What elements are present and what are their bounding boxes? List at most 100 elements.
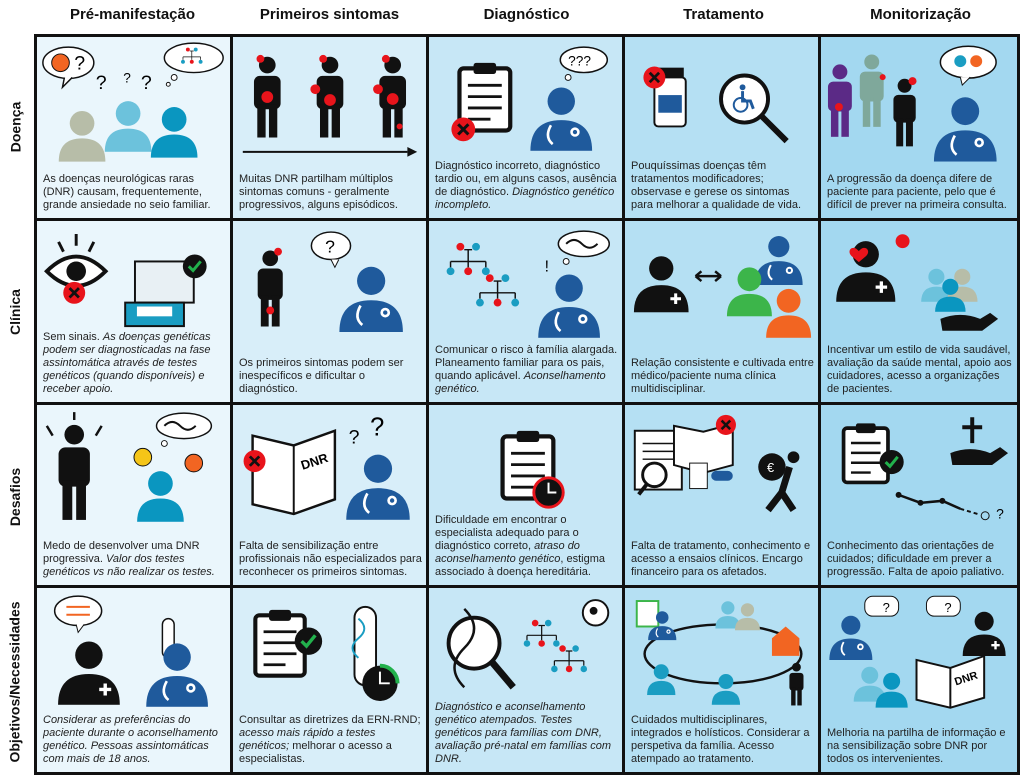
book-icon [673,422,734,474]
cell-text: Diagnóstico incorreto, diagnóstico tardi… [435,159,617,211]
home-icon [771,626,800,657]
cell-text: As doenças neurológicas raras (DNR) caus… [43,172,211,211]
checklist-icon [841,422,890,484]
family-tree-icon [445,241,491,276]
gear-icon [954,55,967,68]
fear-illustration [45,411,213,522]
svg-text:€: € [767,459,774,474]
dnr-book-icon [915,654,986,709]
green-check-icon [181,253,208,279]
thought-cloud-icon [155,411,213,447]
column-header-pre-manifestacao: Pré-manifestação [69,6,196,23]
patient-black-icon [893,78,916,147]
column-header-primeiros-sintomas: Primeiros sintomas [259,6,400,23]
cell-doenca-tratamento: Pouquíssimas doenças têm tratamentos mod… [625,37,821,221]
settings-sliders-icon [66,606,90,616]
pill-icon [711,470,733,481]
family-tree-icon [523,619,561,648]
clock-icon [362,663,400,702]
cell-text: Relação consistente e cultivada entre mé… [631,356,814,395]
speech-bubble-icon [53,595,103,634]
red-x-icon [62,280,86,305]
sad-face-icon [51,53,70,73]
apple-icon [895,234,910,248]
cell-text: Consultar as diretrizes da ERN-RND; aces… [239,714,421,765]
red-x-icon [242,448,267,473]
doctor-icon [144,642,210,708]
supporting-hand-icon [940,312,999,331]
exclamation-mark: ! [545,258,549,275]
question-mark: ? [883,600,890,615]
question-mark: ? [325,236,335,256]
row-label: Desafios [7,467,24,526]
question-mark: ? [370,413,384,441]
person-grey-icon [58,110,106,162]
person-teal-icon [150,107,198,158]
speech-bubble-icon [925,596,961,617]
bidirectional-arrow-icon [694,270,722,282]
question-mark: ? [96,72,107,94]
doctor-icon [754,234,804,285]
cell-text: Falta de tratamento, conhecimento e aces… [631,540,811,579]
person-lightblue-icon [104,101,152,152]
doctor-icon [536,272,602,338]
patient-icon [961,610,1007,657]
symptom-progression-illustration [242,54,418,157]
burdened-person-icon: € [758,450,800,512]
cell-desafios-monitorizacao: ? Conhecimento das orientações de cuidad… [821,404,1017,589]
question-mark: ? [349,426,360,448]
column-header-tratamento: Tratamento [683,6,764,23]
patient-icon [632,254,691,313]
lack-of-treatment-illustration: € [633,413,800,512]
cell-text: Melhoria na partilha de informação e na … [827,727,1006,765]
healthy-lifestyle-support-illustration [834,234,999,331]
question-mark: ? [996,505,1004,521]
cell-clinica-pre-manifestacao: Sem sinais. As doenças genéticas podem s… [37,220,233,405]
clinician-orange-icon [766,288,812,338]
lack-of-awareness-illustration: DNR ? ? [242,413,412,520]
cell-desafios-tratamento: € Falta de tratamento, conhecimento e ac… [625,404,821,589]
thought-cloud-icon [163,42,224,87]
hospital-icon [635,600,660,628]
dna-icon [565,238,599,249]
row-header-clinica: Clínica [0,219,30,404]
doctor-icon [828,615,874,661]
row-label: Clínica [7,288,23,335]
cell-objetivos-diagnostico: Diagnóstico e aconselhamento genético at… [429,588,625,772]
cell-doenca-primeiros-sintomas: Muitas DNR partilham múltiplos sintomas … [233,37,429,221]
column-header-diagnostico: Diagnóstico [483,6,570,23]
doctor-icon [529,86,594,151]
question-marks: ??? [568,54,591,69]
family-tree-icon [475,273,520,308]
treatment-illustration [642,65,789,144]
cell-desafios-primeiros-sintomas: DNR ? ? Falta de sensibilização entre pr… [233,404,429,589]
nurse-icon [711,674,741,706]
patient-icon [56,639,122,706]
doctor-patient-relationship-illustration [632,234,812,338]
person-icon [734,603,760,631]
cell-text: A progressão da doença difere de pacient… [827,172,1007,211]
cell-text: Falta de sensibilização entre profission… [239,540,422,579]
row-header-doenca: Doença [0,34,30,219]
family-tree-icon [550,644,588,674]
doctor-icon [338,265,405,332]
cell-desafios-pre-manifestacao: Medo de desenvolver uma DNR progressiva.… [37,404,233,589]
supporting-hand-icon [950,446,1009,465]
doctor-icon [932,95,998,162]
magnifier-wheelchair-icon [719,73,789,144]
magnifier-person-icon [637,461,668,496]
journey-grid: ? ? ? ? As doenças neurológicas raras (D… [34,34,1020,775]
diagnosis-delay-illustration [429,405,565,509]
thought-cloud-icon [557,230,610,265]
patient-green-icon [859,54,884,127]
doctor-icon [344,452,412,520]
cell-text: Conhecimento das orientações de cuidados… [827,540,1005,579]
red-x-icon [450,116,477,143]
medicine-bottle-icon [653,67,687,128]
cell-text: Incentivar um estilo de vida saudável, a… [827,343,1012,395]
fetus-icon [581,599,610,627]
information-sharing-illustration: ? ? DNR [828,596,1007,709]
cell-clinica-primeiros-sintomas: ? Os primeiros sintomas podem ser inespe… [233,220,429,405]
row-header-objetivos-necessidades: Objetivos/Necessidades [0,589,30,775]
symptom-markers [256,54,403,130]
